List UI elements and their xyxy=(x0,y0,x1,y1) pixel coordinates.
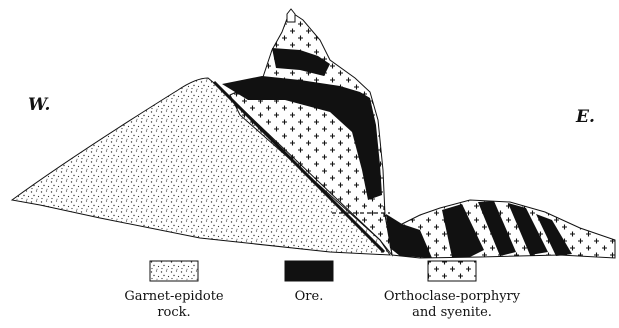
legend: Garnet-epidote rock. Ore. Orthoclase-por… xyxy=(124,261,520,320)
legend-label-garnet-epidote-2: rock. xyxy=(157,305,190,320)
legend-swatch-garnet-epidote xyxy=(150,261,198,281)
west-label: W. xyxy=(28,95,50,115)
summit-cabin xyxy=(287,9,295,22)
legend-swatch-ore xyxy=(285,261,333,281)
legend-label-porphyry-1: Orthoclase-porphyry xyxy=(384,289,521,304)
legend-label-ore: Ore. xyxy=(295,289,324,304)
legend-label-garnet-epidote-1: Garnet-epidote xyxy=(124,289,224,304)
legend-swatch-porphyry xyxy=(428,261,476,281)
legend-label-porphyry-2: and syenite. xyxy=(412,305,492,320)
east-label: E. xyxy=(575,107,595,127)
